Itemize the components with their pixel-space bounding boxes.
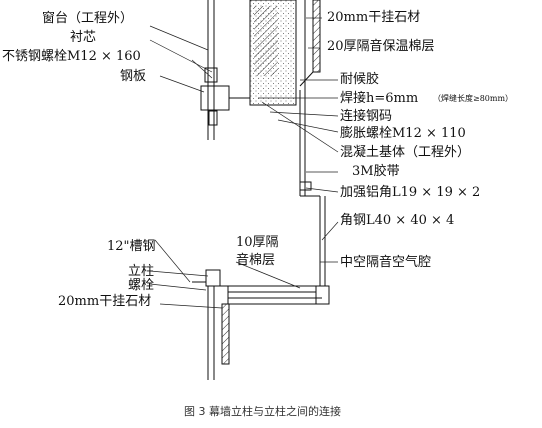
label-weld-note: （焊缝长度≥80mm） [433,94,514,103]
label-bolt: 螺栓 [128,278,155,293]
label-tape: 3M胶带 [352,164,400,179]
label-liner: 衬芯 [70,30,97,45]
al-angle [299,181,312,191]
label-expansion-bolt: 膨胀螺栓M12 × 110 [340,126,466,141]
label-column: 立柱 [128,264,155,279]
label-channel-steel: 12"槽钢 [107,239,156,254]
concrete-wall-hatch [254,6,278,76]
bolt-lower [205,269,221,287]
label-air-cavity: 中空隔音空气腔 [340,255,432,270]
label-weld: 焊接h=6mm [340,91,419,106]
label-connector: 连接钢码 [340,109,393,124]
label-steel-plate: 钢板 [120,69,147,84]
bolt-upper [204,67,218,83]
label-dry-stone-top: 20mm干挂石材 [327,10,421,25]
label-insulation: 20厚隔音保温棉层 [327,39,435,54]
label-concrete: 混凝土基体（工程外） [340,145,471,160]
label-ss-bolt: 不锈钢螺栓M12 × 160 [2,49,141,64]
label-al-angle: 加强铝角L19 × 19 × 2 [340,185,481,200]
right-joint-block [315,285,330,305]
label-sound-cotton-line2: 音棉层 [236,253,276,268]
label-weather-sealant: 耐候胶 [340,72,380,87]
label-steel-angle: 角钢L40 × 40 × 4 [340,213,455,228]
label-dry-stone-bottom: 20mm干挂石材 [58,294,152,309]
label-window-sill: 窗台（工程外） [42,11,134,26]
stone-panel-top [312,0,321,73]
steel-plate [200,85,230,111]
figure-caption: 图 3 幕墙立柱与立柱之间的连接 [184,405,341,418]
label-sound-cotton-line1: 10厚隔 [236,235,279,250]
stone-panel-bottom [221,303,230,365]
